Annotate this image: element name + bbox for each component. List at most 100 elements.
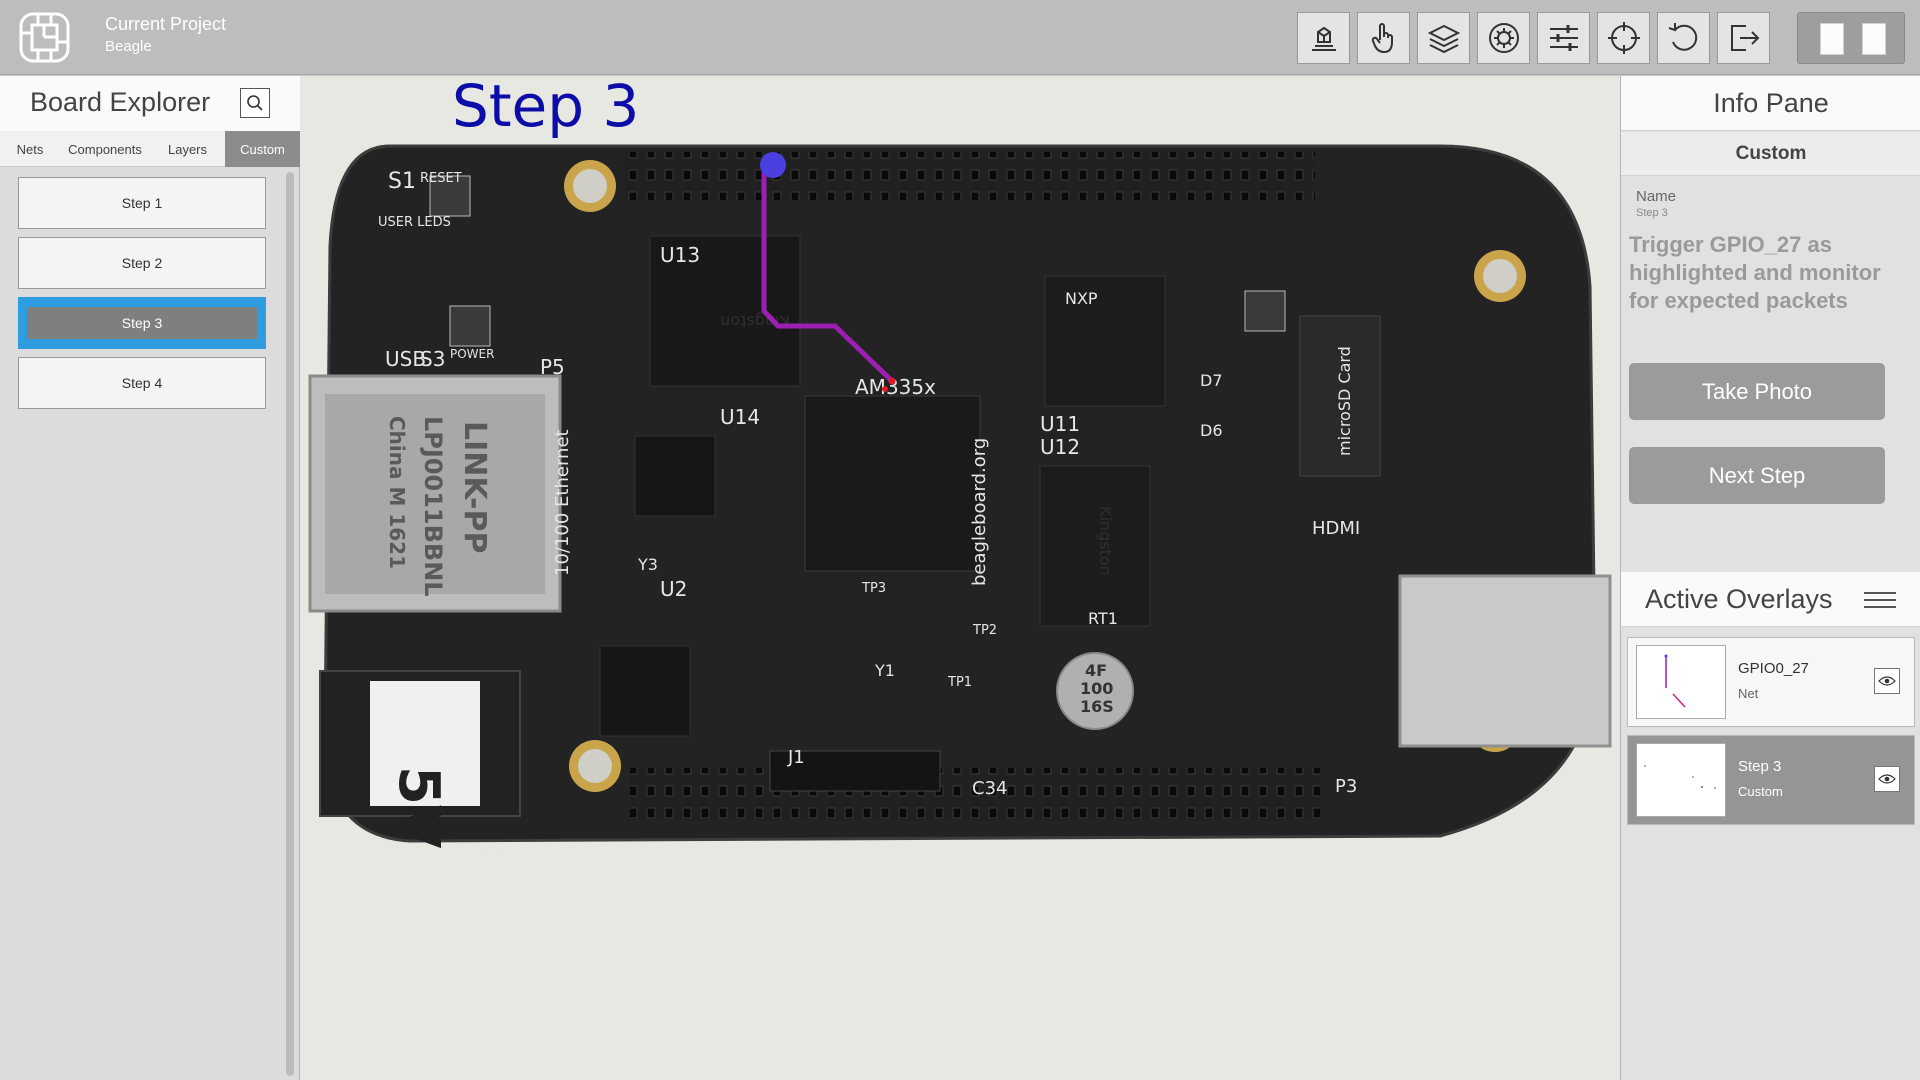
silk-usb: USB <box>385 347 426 371</box>
tab-components[interactable]: Components <box>68 141 142 157</box>
board-image: RESET S1 USER LEDS USB S3 POWER P5 U13 U… <box>308 144 1612 861</box>
silk-u12: U12 <box>1040 435 1080 459</box>
ethernet-brand: LINK-PP <box>457 421 492 553</box>
board-canvas[interactable]: RESET S1 USER LEDS USB S3 POWER P5 U13 U… <box>300 76 1620 1080</box>
active-overlays-header: Active Overlays <box>1621 572 1920 627</box>
chip-u14 <box>634 435 716 517</box>
chip-u12-marking: Kingston <box>1096 506 1115 576</box>
board-scan-button[interactable] <box>1297 12 1350 64</box>
cap-label-c: 16S <box>1080 697 1114 716</box>
app-logo-icon <box>18 11 71 64</box>
search-button[interactable] <box>240 88 270 118</box>
step-1-button[interactable]: Step 1 <box>18 177 266 229</box>
crosshair-icon <box>1607 22 1640 54</box>
silk-u13: U13 <box>660 243 700 267</box>
overlay-item-step[interactable]: Step 3 Custom <box>1627 735 1915 825</box>
chip-nxp <box>1044 275 1166 407</box>
silk-u2: U2 <box>660 577 687 601</box>
take-photo-button[interactable]: Take Photo <box>1629 363 1885 420</box>
step-3-button[interactable]: Step 3 <box>18 297 266 349</box>
power-button <box>449 305 491 347</box>
silk-j1: J1 <box>787 747 805 768</box>
adjust-button[interactable] <box>1537 12 1590 64</box>
silk-reset: RESET <box>420 171 462 186</box>
info-pane-title: Info Pane <box>1621 76 1920 131</box>
silk-p3: P3 <box>1335 776 1357 797</box>
search-icon <box>247 95 263 111</box>
silk-am335x: AM335x <box>855 375 936 399</box>
trace-end-marker <box>888 377 896 385</box>
step-2-button[interactable]: Step 2 <box>18 237 266 289</box>
overlay-item-gpio[interactable]: GPIO0_27 Net <box>1627 637 1915 727</box>
silk-ethernet: 10/100 Ethernet <box>552 429 573 576</box>
layers-button[interactable] <box>1417 12 1470 64</box>
connector-j1 <box>769 750 941 792</box>
silk-tp2: TP2 <box>972 623 997 638</box>
tab-custom[interactable]: Custom <box>225 131 300 167</box>
silk-power: POWER <box>450 347 494 361</box>
board-scan-icon <box>1311 26 1336 51</box>
silk-s1: S1 <box>388 169 416 194</box>
exit-button[interactable] <box>1717 12 1770 64</box>
ethernet-part: LPJ0011BBNL <box>419 416 447 597</box>
overlay-type: Custom <box>1738 784 1783 799</box>
chip-settings-icon <box>1488 23 1519 53</box>
silk-beagleboard: beagleboard.org <box>969 438 990 586</box>
silk-tp1: TP1 <box>947 675 972 690</box>
capacitor-c34 <box>1056 652 1134 730</box>
overlay-visibility-toggle[interactable] <box>1874 766 1900 792</box>
step-list-scrollbar[interactable] <box>286 172 294 1076</box>
refresh-icon <box>1668 23 1697 51</box>
silk-microsd: microSD Card <box>1335 346 1354 456</box>
name-value: Step 3 <box>1636 207 1668 219</box>
pointer-button[interactable] <box>1357 12 1410 64</box>
next-step-button[interactable]: Next Step <box>1629 447 1885 504</box>
tab-layers[interactable]: Layers <box>167 141 208 157</box>
hand-pointer-icon <box>1371 23 1393 54</box>
board-explorer-header: Board Explorer <box>0 76 300 131</box>
overlay-name: GPIO0_27 <box>1738 660 1809 677</box>
explorer-tabs: Nets Components Layers Custom <box>0 131 300 167</box>
split-view-toggle[interactable] <box>1797 12 1905 64</box>
trace-end-marker-2 <box>882 386 888 392</box>
step-4-button[interactable]: Step 4 <box>18 357 266 409</box>
silk-u11: U11 <box>1040 412 1080 436</box>
chip-am335x <box>804 395 981 572</box>
silk-d7: D7 <box>1200 371 1223 390</box>
cap-label-b: 100 <box>1080 679 1113 698</box>
right-pane-toggle[interactable] <box>1862 23 1886 55</box>
silk-tp3: TP3 <box>861 581 886 596</box>
top-bar: Current Project Beagle <box>0 0 1920 75</box>
usb-host-port <box>1398 574 1612 748</box>
header-p8-pins <box>630 768 1320 820</box>
silk-p1: P1 <box>480 840 502 861</box>
sliders-icon <box>1549 25 1578 51</box>
silk-s3: S3 <box>420 347 445 371</box>
silk-p5: P5 <box>540 355 565 379</box>
step-3-label: Step 3 <box>27 307 257 339</box>
chip-u13 <box>649 235 801 387</box>
silk-y1: Y1 <box>874 661 895 680</box>
eye-icon <box>1878 676 1896 686</box>
info-pane-panel: Info Pane Custom Name Step 3 Trigger GPI… <box>1620 76 1920 1080</box>
overlay-thumbnail <box>1636 645 1726 719</box>
silk-y3: Y3 <box>637 555 658 574</box>
left-pane-toggle[interactable] <box>1820 23 1844 55</box>
eye-icon <box>1878 774 1896 784</box>
info-pane-section: Custom <box>1621 132 1920 176</box>
silk-hdmi: HDMI <box>1312 518 1360 539</box>
exit-icon <box>1730 25 1759 51</box>
silk-u14: U14 <box>720 405 760 429</box>
board-explorer-title: Board Explorer <box>30 87 211 117</box>
hamburger-icon[interactable] <box>1864 587 1896 613</box>
tab-nets[interactable]: Nets <box>16 141 44 157</box>
refresh-button[interactable] <box>1657 12 1710 64</box>
name-label: Name <box>1636 188 1677 205</box>
chip-settings-button[interactable] <box>1477 12 1530 64</box>
locate-button[interactable] <box>1597 12 1650 64</box>
silk-nxp: NXP <box>1065 289 1098 308</box>
overlay-visibility-toggle[interactable] <box>1874 668 1900 694</box>
canvas-step-title: Step 3 <box>452 76 640 140</box>
overlay-thumbnail <box>1636 743 1726 817</box>
silk-rt1: RT1 <box>1088 609 1118 628</box>
